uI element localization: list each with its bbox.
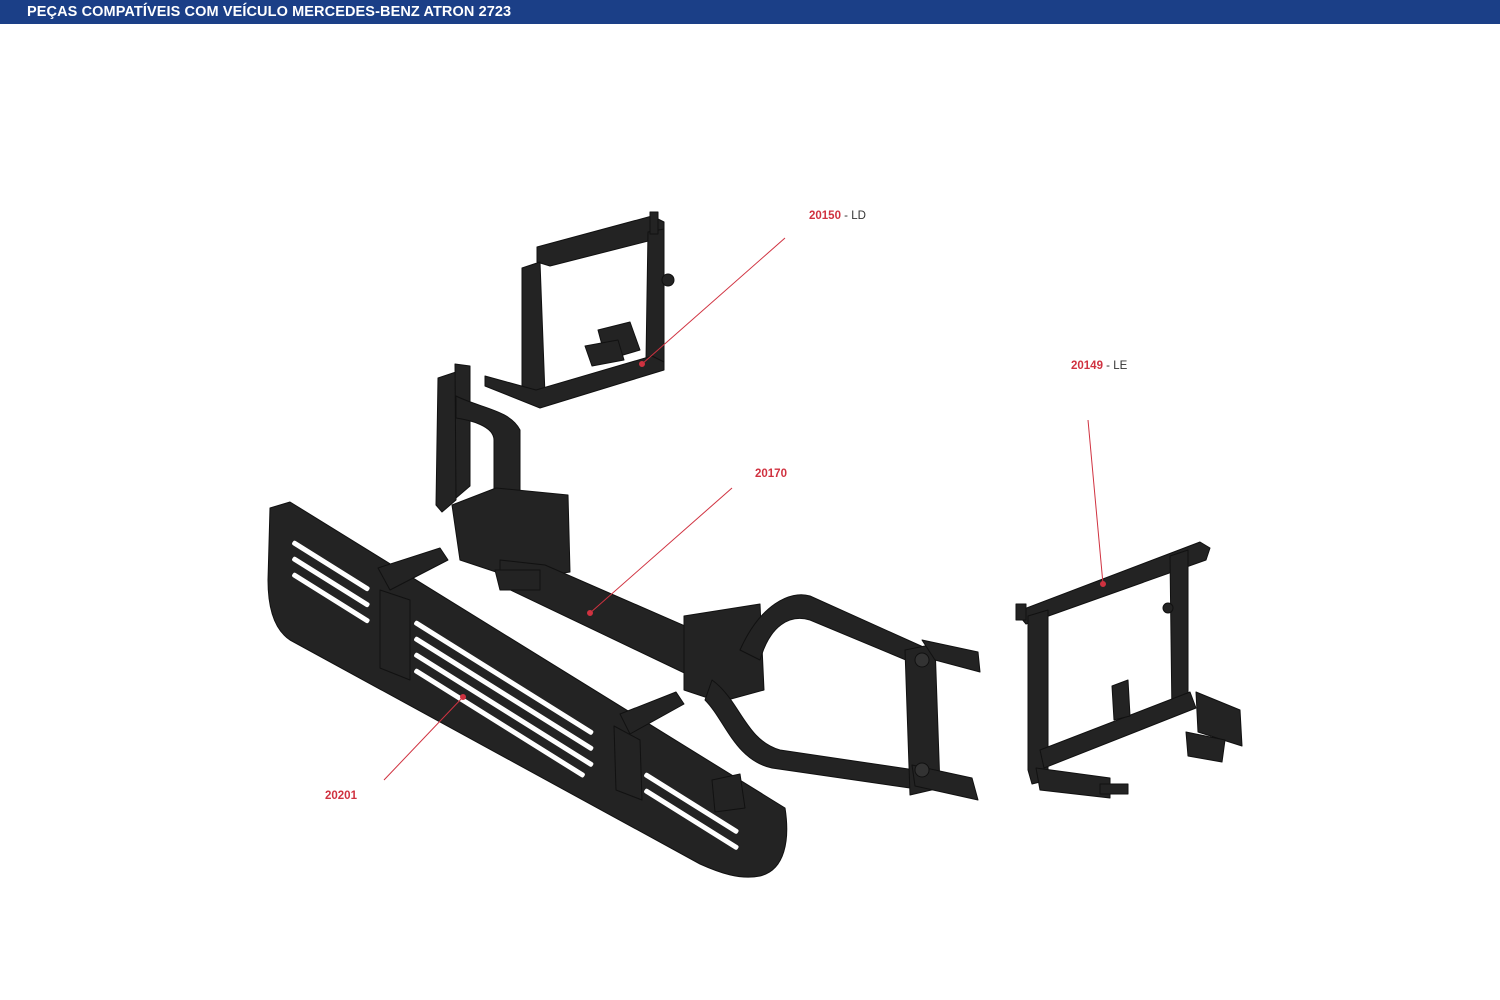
leader-line-20201 — [383, 696, 464, 781]
part-20150-bracket — [484, 211, 675, 409]
leader-dot-20170 — [587, 610, 593, 616]
part-side: - LE — [1102, 360, 1128, 372]
callout-20149[interactable]: 20149 - LE — [1071, 360, 1127, 372]
leader-line-20150 — [641, 237, 786, 365]
part-code: 20149 — [1071, 360, 1103, 372]
part-side: - LD — [840, 210, 866, 222]
leader-dot-20149 — [1100, 581, 1106, 587]
part-20149-bracket — [1015, 541, 1243, 799]
leader-dot-20201 — [460, 694, 466, 700]
callout-20150[interactable]: 20150 - LD — [809, 210, 866, 222]
part-code: 20170 — [755, 468, 787, 480]
callout-20201[interactable]: 20201 — [325, 790, 357, 802]
page-title: PEÇAS COMPATÍVEIS COM VEÍCULO MERCEDES-B… — [27, 4, 512, 20]
part-20170-frame — [435, 363, 981, 801]
part-code: 20150 — [809, 210, 841, 222]
page-header: PEÇAS COMPATÍVEIS COM VEÍCULO MERCEDES-B… — [0, 0, 1500, 24]
part-code: 20201 — [325, 790, 357, 802]
leader-line-20149 — [1087, 419, 1104, 585]
leader-dot-20150 — [639, 361, 645, 367]
leader-line-20170 — [589, 487, 733, 614]
grille-slots — [292, 540, 739, 850]
callout-20170[interactable]: 20170 — [755, 468, 787, 480]
